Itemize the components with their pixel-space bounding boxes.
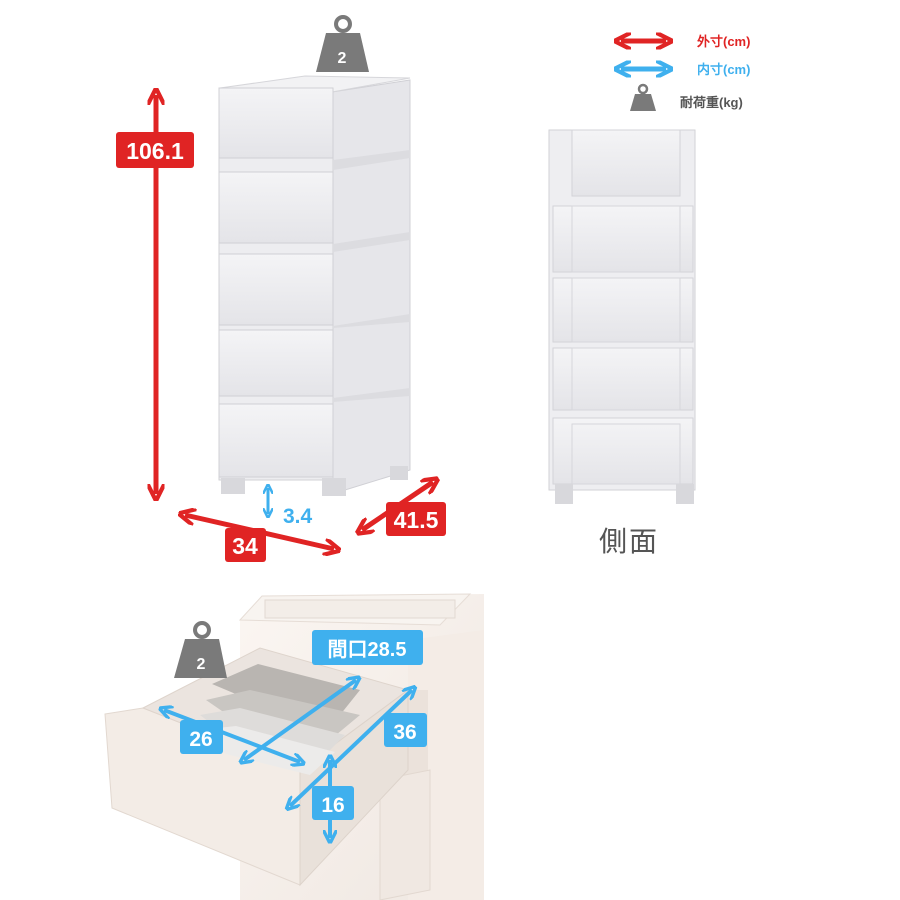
opening-badge: 間口28.5 [312,630,423,665]
leg-gap-value: 3.4 [283,505,313,528]
weight-icon: 2 [174,621,227,678]
side-view-caption: 側面 [599,525,659,558]
drawer-weight-value: 2 [197,656,206,673]
depth-badge: 41.5 [386,502,446,536]
weight-icon: 2 [316,15,369,72]
legend: 外寸(cm) 内寸(cm) 耐荷重(kg) [621,34,750,111]
drawer-depth-badge: 36 [384,713,427,747]
weight-icon [630,83,656,111]
drawer-depth-value: 36 [393,721,416,744]
drawer-height-value: 16 [321,794,344,817]
outer-depth-value: 41.5 [394,507,439,533]
drawer-width-value: 26 [189,728,212,751]
drawer-height-badge: 16 [312,786,354,820]
outer-width-value: 34 [232,533,258,559]
outer-height-value: 106.1 [126,138,184,164]
legend-inner-label: 内寸(cm) [697,62,750,77]
drawer-depth-arrow [290,690,412,806]
cabinet-front [218,75,411,496]
height-badge: 106.1 [116,132,194,168]
legend-weight-label: 耐荷重(kg) [680,95,743,110]
width-badge: 34 [225,528,266,562]
legend-outer-label: 外寸(cm) [696,34,750,49]
cabinet-side-view [548,129,696,504]
drawer-width-arrow [164,710,300,762]
drawer-width-badge: 26 [180,720,223,754]
top-weight-value: 2 [338,50,347,67]
drawer-opening-value: 間口28.5 [328,638,407,661]
drawer-photo [100,592,484,900]
